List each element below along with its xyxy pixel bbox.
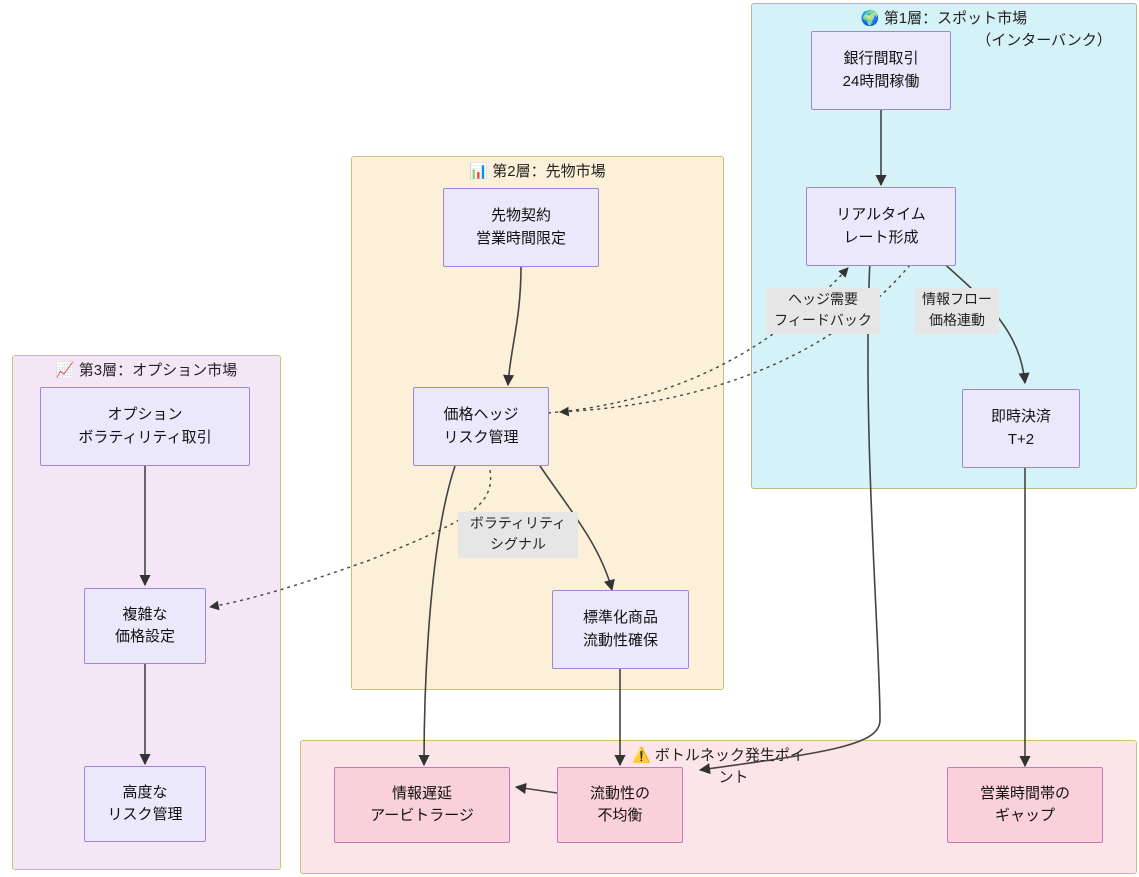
node-liquidity-imbalance-line2: 不均衡 (597, 807, 643, 824)
node-advanced-risk[interactable]: 高度な リスク管理 (84, 766, 206, 842)
edge-label-volatility-signal-line1: ボラティリティ (469, 515, 567, 531)
node-instant-settlement[interactable]: 即時決済 T+2 (962, 389, 1080, 468)
node-info-lag-arbitrage-line2: アービトラージ (370, 807, 474, 824)
edge-label-hedge-demand-line2: フィードバック (774, 312, 872, 328)
node-standardized-product[interactable]: 標準化商品 流動性確保 (552, 590, 689, 669)
node-instant-settlement-line1: 即時決済 (990, 408, 1051, 425)
node-option-volatility-line1: オプション (107, 406, 183, 423)
node-interbank[interactable]: 銀行間取引 24時間稼働 (811, 31, 951, 110)
node-realtime-rate-line1: リアルタイム (836, 206, 926, 223)
node-option-volatility-line2: ボラティリティ取引 (78, 428, 212, 446)
edge-hedge-to-standard (539, 465, 615, 592)
node-info-lag-arbitrage-line1: 情報遅延 (391, 784, 452, 802)
edge-realtime-to-liquidity (698, 259, 881, 775)
edge-label-hedge-demand: ヘッジ需要 フィードバック (766, 288, 880, 334)
node-option-volatility[interactable]: オプション ボラティリティ取引 (40, 387, 250, 466)
edge-volatility-signal (209, 469, 492, 611)
node-info-lag-arbitrage[interactable]: 情報遅延 アービトラージ (334, 767, 510, 843)
node-futures-contract[interactable]: 先物契約 営業時間限定 (443, 188, 599, 267)
node-realtime-rate[interactable]: リアルタイム レート形成 (806, 187, 956, 266)
node-instant-settlement-line2: T+2 (1007, 430, 1035, 448)
node-complex-pricing[interactable]: 複雑な 価格設定 (84, 588, 206, 664)
edge-hedge-demand-feedback (547, 267, 849, 414)
node-futures-contract-line2: 営業時間限定 (475, 229, 566, 247)
edge-hedge-to-infolag (418, 465, 456, 767)
node-complex-pricing-line2: 価格設定 (114, 628, 175, 645)
node-standardized-product-line2: 流動性確保 (582, 631, 658, 649)
edge-futures-to-hedge (502, 266, 522, 387)
node-futures-contract-line1: 先物契約 (490, 207, 551, 224)
node-liquidity-imbalance[interactable]: 流動性の 不均衡 (557, 767, 683, 843)
node-price-hedge[interactable]: 価格ヘッジ リスク管理 (413, 387, 549, 466)
node-interbank-line2: 24時間稼働 (842, 72, 920, 90)
edge-label-info-flow: 情報フロー 価格連動 (915, 288, 999, 334)
edge-label-info-flow-line2: 価格連動 (929, 312, 985, 328)
node-realtime-rate-line2: レート形成 (843, 228, 919, 246)
node-interbank-line1: 銀行間取引 (843, 50, 919, 67)
node-complex-pricing-line1: 複雑な (122, 605, 168, 623)
node-business-hours-gap[interactable]: 営業時間帯の ギャップ (947, 767, 1103, 843)
edge-label-hedge-demand-line1: ヘッジ需要 (788, 291, 858, 307)
edge-label-info-flow-line1: 情報フロー (922, 291, 992, 307)
node-liquidity-imbalance-line1: 流動性の (589, 784, 650, 802)
edge-liquidity-to-infolag (514, 782, 558, 795)
node-price-hedge-line2: リスク管理 (443, 428, 519, 446)
node-advanced-risk-line2: リスク管理 (107, 806, 183, 823)
edge-label-volatility-signal-line2: シグナル (490, 536, 546, 552)
node-business-hours-gap-line1: 営業時間帯の (979, 784, 1070, 802)
node-advanced-risk-line1: 高度な (122, 783, 168, 801)
node-standardized-product-line1: 標準化商品 (582, 609, 658, 626)
node-business-hours-gap-line2: ギャップ (994, 807, 1055, 824)
node-price-hedge-line1: 価格ヘッジ (443, 406, 519, 423)
edge-label-volatility-signal: ボラティリティ シグナル (458, 512, 578, 558)
